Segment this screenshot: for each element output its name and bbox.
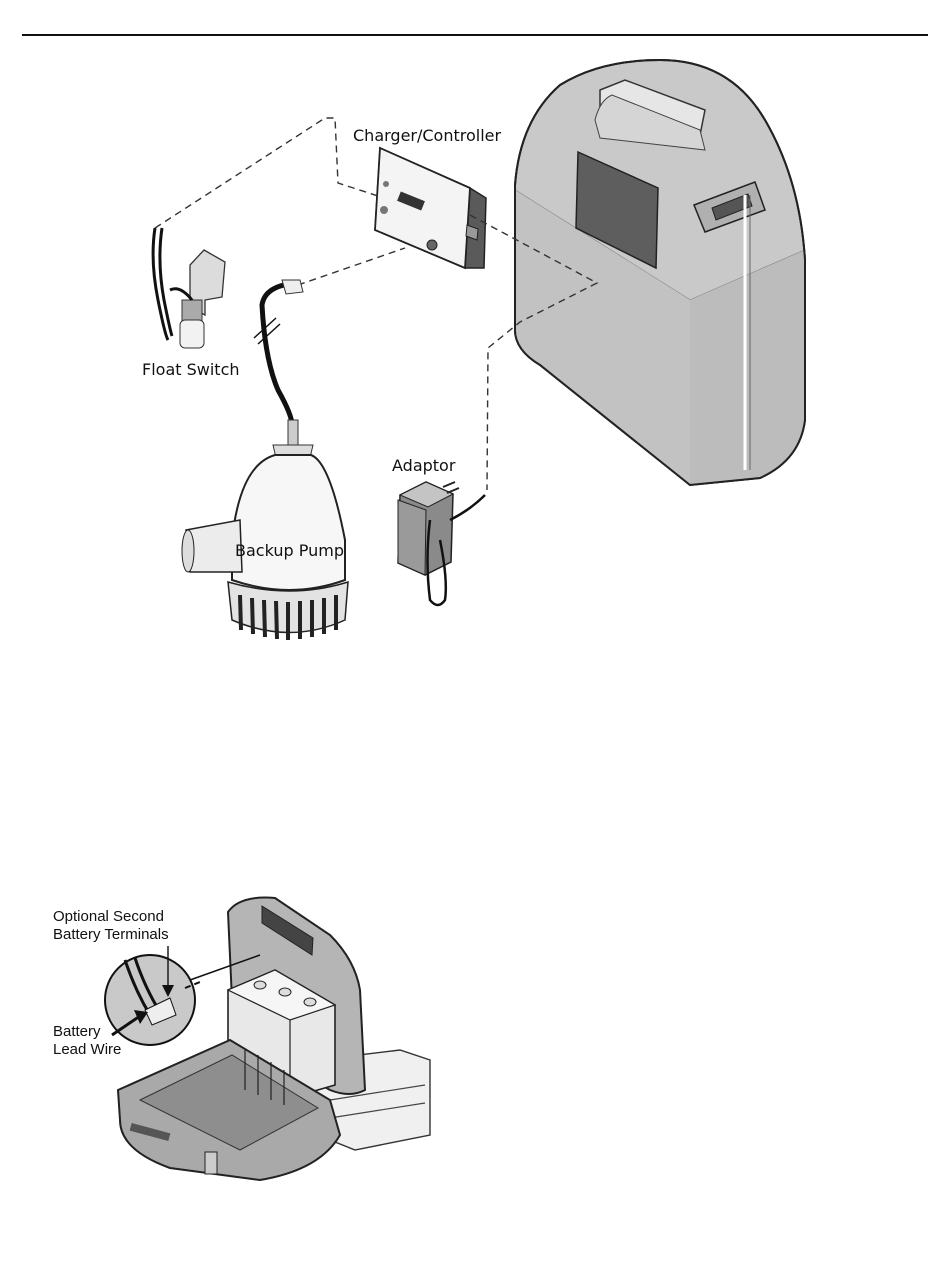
float-switch-label: Float Switch [142, 360, 240, 379]
second-terminals-label-line2: Battery Terminals [53, 926, 169, 944]
float-switch [153, 228, 225, 348]
lead-wire-label-line2: Lead Wire [53, 1041, 121, 1059]
adaptor-label: Adaptor [392, 456, 455, 475]
second-terminals-label-line1: Optional Second [53, 908, 164, 926]
lead-wire-label-line1: Battery [53, 1023, 101, 1041]
charger-controller [375, 148, 486, 268]
charger-controller-label: Charger/Controller [353, 126, 501, 145]
backup-pump-label: Backup Pump [235, 541, 344, 560]
battery-box [515, 60, 805, 485]
adaptor [398, 482, 485, 605]
pump-plug [282, 280, 303, 294]
pump-cable [262, 283, 298, 425]
backup-pump [182, 420, 348, 640]
